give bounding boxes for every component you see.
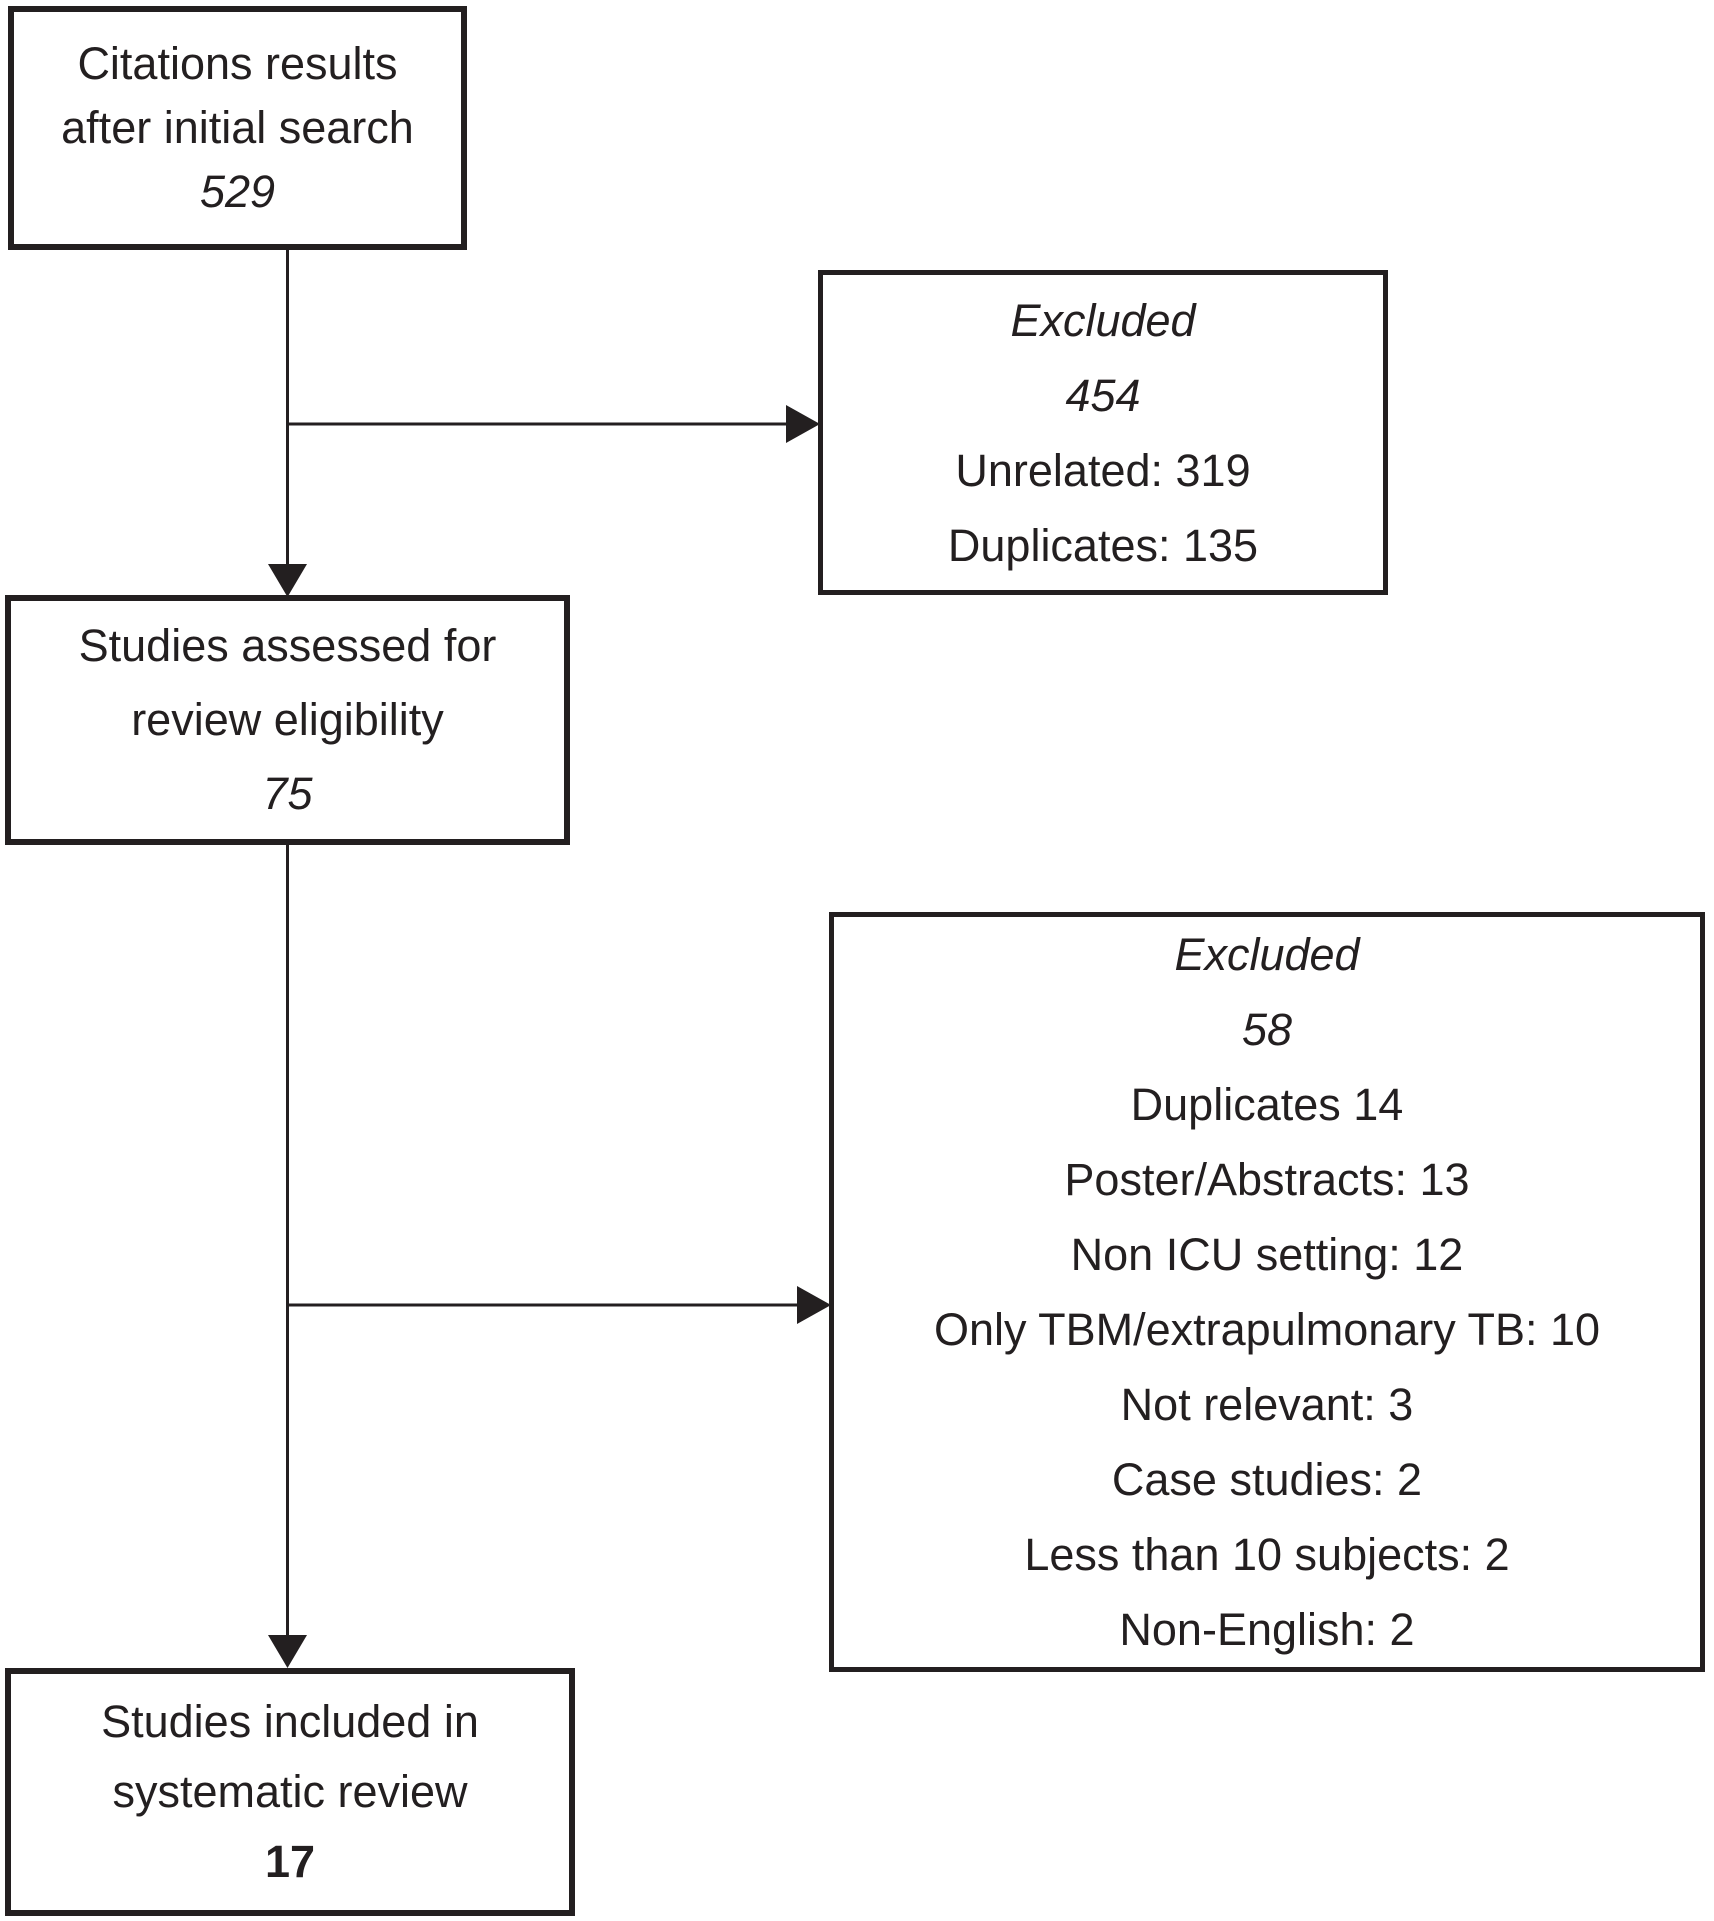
exclusion-reason: Duplicates 14: [1130, 1079, 1404, 1130]
exclusion-reason: Less than 10 subjects: 2: [1024, 1529, 1510, 1580]
exclusion-reason: Only TBM/extrapulmonary TB: 10: [933, 1304, 1601, 1355]
exclusion-reason: Case studies: 2: [1111, 1454, 1423, 1505]
arrowhead-to-excluded-initial: [786, 405, 820, 443]
box-title: Excluded: [1174, 929, 1360, 980]
exclusion-reason: Non ICU setting: 12: [1070, 1229, 1464, 1280]
box-excluded-initial-search: Excluded 454 Unrelated: 319 Duplicates: …: [818, 270, 1388, 595]
arrowhead-to-excluded-review: [797, 1286, 831, 1324]
exclusion-reason: Poster/Abstracts: 13: [1064, 1154, 1470, 1205]
arrowhead-citations-to-assessed: [268, 564, 307, 597]
exclusion-reason: Not relevant: 3: [1120, 1379, 1414, 1430]
box-count: 454: [1065, 369, 1141, 421]
box-studies-included: Studies included in systematic review 17: [5, 1668, 575, 1916]
exclusion-reason: Unrelated: 319: [955, 444, 1251, 496]
box-count: 17: [264, 1836, 316, 1887]
box-count: 529: [199, 166, 276, 217]
box-studies-assessed: Studies assessed for review eligibility …: [5, 595, 570, 845]
box-text-line: after initial search: [61, 102, 414, 153]
box-count: 58: [1241, 1004, 1293, 1055]
arrowhead-assessed-to-included: [268, 1635, 307, 1668]
exclusion-reason: Non-English: 2: [1119, 1604, 1415, 1655]
box-text-line: Citations results: [77, 38, 398, 89]
box-excluded-review: Excluded 58 Duplicates 14 Poster/Abstrac…: [829, 912, 1705, 1672]
box-title: Excluded: [1010, 294, 1196, 346]
box-text-line: Studies assessed for: [78, 620, 497, 671]
box-text-line: Studies included in: [101, 1696, 479, 1747]
box-citations-initial-search: Citations results after initial search 5…: [8, 6, 467, 250]
box-text-line: review eligibility: [131, 694, 444, 745]
box-text-line: systematic review: [112, 1766, 468, 1817]
box-count: 75: [262, 768, 313, 819]
exclusion-reason: Duplicates: 135: [947, 519, 1259, 571]
